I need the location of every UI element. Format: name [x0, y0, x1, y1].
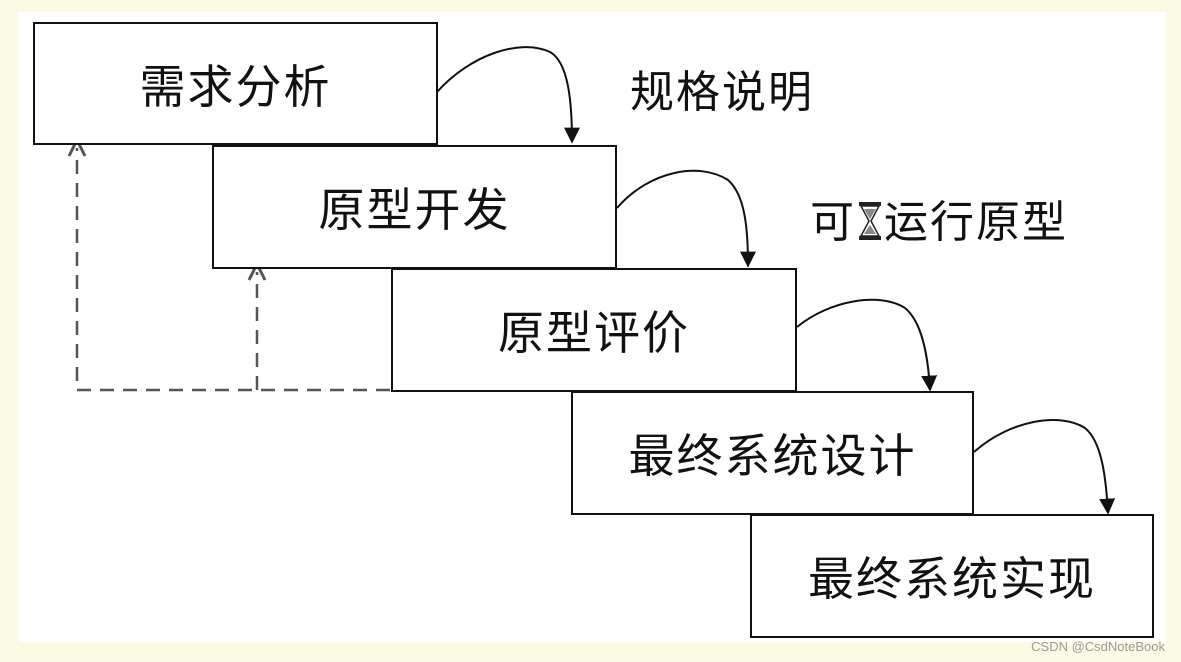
watermark: CSDN @CsdNoteBook	[1031, 639, 1165, 654]
stage-prototype-development: 原型开发	[212, 145, 617, 269]
stage-final-system-implementation: 最终系统实现	[750, 514, 1154, 638]
output-label-runnable-prototype: 可 运行原型	[810, 197, 1068, 248]
stage-requirements-analysis: 需求分析	[33, 22, 438, 145]
stage-final-system-design: 最终系统设计	[571, 391, 974, 515]
flow-arrow-1	[436, 46, 580, 144]
feedback-loop-to-requirements	[77, 148, 390, 392]
stage-label: 最终系统实现	[808, 552, 1096, 606]
stage-prototype-evaluation: 原型评价	[391, 268, 797, 392]
flow-arrow-3	[796, 298, 938, 392]
flow-arrow-2	[616, 169, 756, 268]
flow-arrow-4	[973, 419, 1116, 515]
hourglass-icon	[858, 201, 882, 241]
stage-label: 原型开发	[318, 183, 511, 237]
stage-label: 原型评价	[498, 306, 690, 360]
output-label-specification: 规格说明	[630, 67, 814, 118]
stage-label: 需求分析	[139, 59, 332, 114]
stage-label: 最终系统设计	[628, 429, 917, 483]
